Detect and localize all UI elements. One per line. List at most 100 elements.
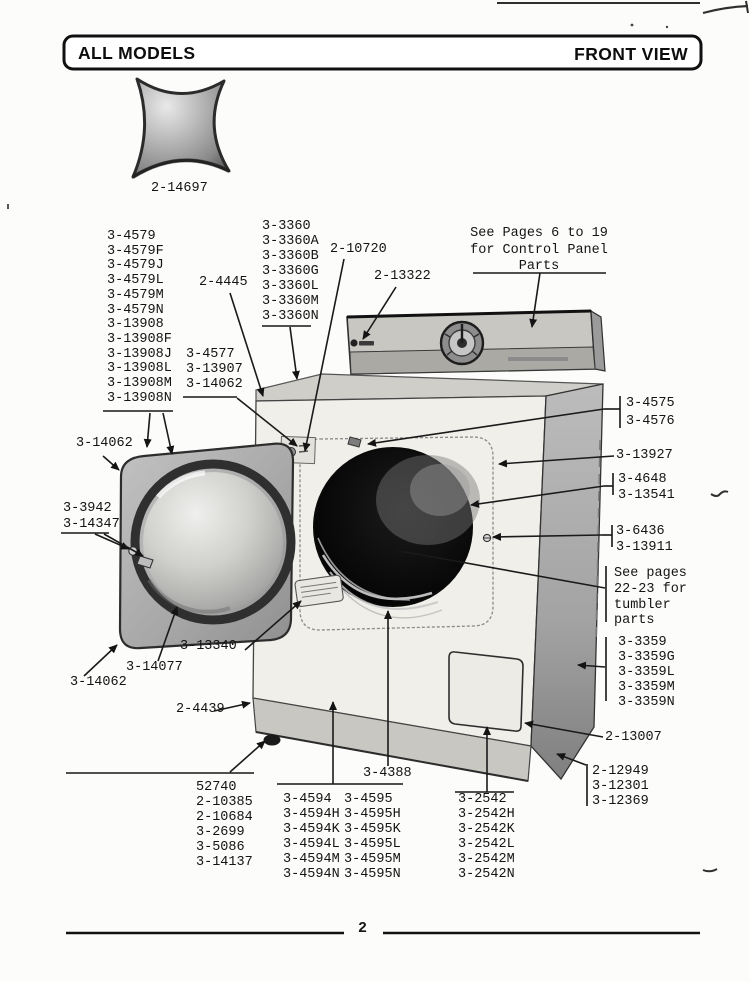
- part-number-line: 3-14347: [63, 516, 120, 532]
- part-number-line: 3-3360A: [262, 234, 319, 249]
- part-number-line: See pages: [614, 566, 687, 581]
- part-number-line: 2-12949: [592, 764, 649, 779]
- part-number-line: 3-13908F: [107, 331, 172, 347]
- drum-opening: [313, 447, 480, 619]
- callout-2-4439: 2-4439: [176, 702, 225, 717]
- part-number-line: 3-4594H: [283, 807, 340, 822]
- part-number-line: 3-4595L: [344, 837, 401, 852]
- part-number-line: 3-4595H: [344, 807, 401, 822]
- page-number: 2: [358, 920, 368, 937]
- part-number-line: See Pages 6 to 19: [470, 226, 608, 241]
- part-number-line: 3-13907: [186, 362, 243, 377]
- timer-knob-illustration: [131, 77, 231, 179]
- callout-2-4445: 2-4445: [199, 275, 248, 290]
- callout-knob: 2-14697: [151, 181, 208, 196]
- part-number-line: 3-12301: [592, 779, 649, 794]
- scan-artifacts: [7, 0, 749, 873]
- callout-3-13927: 3-13927: [616, 448, 673, 463]
- leveling-leg: [263, 734, 281, 746]
- front-screw: [482, 533, 492, 543]
- part-number-line: 22-23 for: [614, 581, 687, 597]
- part-number-line: 3-4594M: [283, 852, 340, 867]
- part-number-line: 3-13911: [616, 539, 673, 555]
- part-number-line: 3-12369: [592, 794, 649, 809]
- header-box: [62, 34, 703, 71]
- part-number-line: 3-4579J: [107, 258, 164, 274]
- part-number-line: 3-4595N: [344, 867, 401, 882]
- part-number-line: 52740: [196, 780, 237, 795]
- part-number-line: 3-2542K: [458, 822, 515, 837]
- part-number-line: 2-10385: [196, 795, 253, 810]
- part-number-line: 3-4579N: [107, 302, 164, 318]
- part-number-line: 3-2542H: [458, 807, 515, 822]
- part-number-line: Parts: [518, 259, 560, 274]
- part-number-line: 3-4575: [626, 396, 675, 411]
- part-number-line: 3-3359M: [618, 680, 675, 695]
- callout-3-14062-top: 3-14062: [76, 436, 133, 451]
- part-number-line: 3-13908L: [107, 361, 172, 377]
- part-number-line: 3-4648: [618, 472, 667, 487]
- open-door: [118, 442, 296, 650]
- part-number-line: 3-3360: [262, 219, 311, 234]
- part-number-line: 3-5086: [196, 840, 245, 855]
- part-number-line: 3-2699: [196, 825, 245, 840]
- part-number-line: 3-4595M: [344, 852, 401, 867]
- part-number-line: 3-3359: [618, 635, 667, 650]
- callout-3-14077: 3-14077: [126, 660, 183, 675]
- part-number-line: parts: [614, 613, 655, 629]
- part-number-line: 3-4594L: [283, 837, 340, 852]
- part-number-line: 3-3359L: [618, 665, 675, 680]
- page-title-left: ALL MODELS: [78, 43, 196, 63]
- part-number-line: 3-2542: [458, 792, 507, 807]
- part-number-line: 3-4579: [107, 229, 156, 244]
- part-number-line: 3-13908M: [107, 376, 172, 392]
- part-number-line: 3-3360L: [262, 279, 319, 294]
- part-number-line: 3-3360G: [262, 264, 319, 279]
- part-number-line: 3-4579M: [107, 287, 164, 303]
- part-number-line: 3-4579L: [107, 273, 164, 289]
- part-number-line: 3-2542M: [458, 852, 515, 867]
- part-number-line: 3-6436: [616, 524, 665, 539]
- part-number-line: 3-14137: [196, 855, 253, 870]
- part-number-line: 3-4594: [283, 792, 332, 807]
- timer-dial: [439, 320, 485, 366]
- part-number-line: 3-3360M: [262, 294, 319, 309]
- leader-lines: [83, 258, 615, 792]
- part-number-line: 3-13908J: [107, 346, 172, 362]
- part-number-line: 3-3360N: [262, 309, 319, 324]
- page-title-right: FRONT VIEW: [574, 44, 688, 64]
- part-number-line: 3-4579F: [107, 243, 164, 259]
- part-number-line: 3-13908N: [107, 390, 172, 406]
- part-number-line: 3-4594N: [283, 867, 340, 882]
- part-number-line: 3-3360B: [262, 249, 319, 264]
- part-number-line: tumbler: [614, 597, 671, 613]
- part-number-line: 2-10684: [196, 810, 253, 825]
- part-number-line: 3-4595: [344, 792, 393, 807]
- callout-2-13007: 2-13007: [605, 730, 662, 745]
- access-panel: [448, 651, 524, 732]
- door-strike: [347, 436, 362, 448]
- callout-2-10720: 2-10720: [330, 242, 387, 257]
- part-number-line: 3-13541: [618, 487, 675, 503]
- callout-3-4388: 3-4388: [363, 766, 412, 781]
- part-number-line: 3-4594K: [283, 822, 340, 837]
- callout-2-13322: 2-13322: [374, 269, 431, 284]
- control-panel: [346, 309, 606, 375]
- part-number-line: 3-14062: [186, 377, 243, 392]
- part-number-line: 3-2542N: [458, 867, 515, 882]
- callout-3-14062-bottom: 3-14062: [70, 675, 127, 690]
- part-number-line: 3-2542L: [458, 837, 515, 852]
